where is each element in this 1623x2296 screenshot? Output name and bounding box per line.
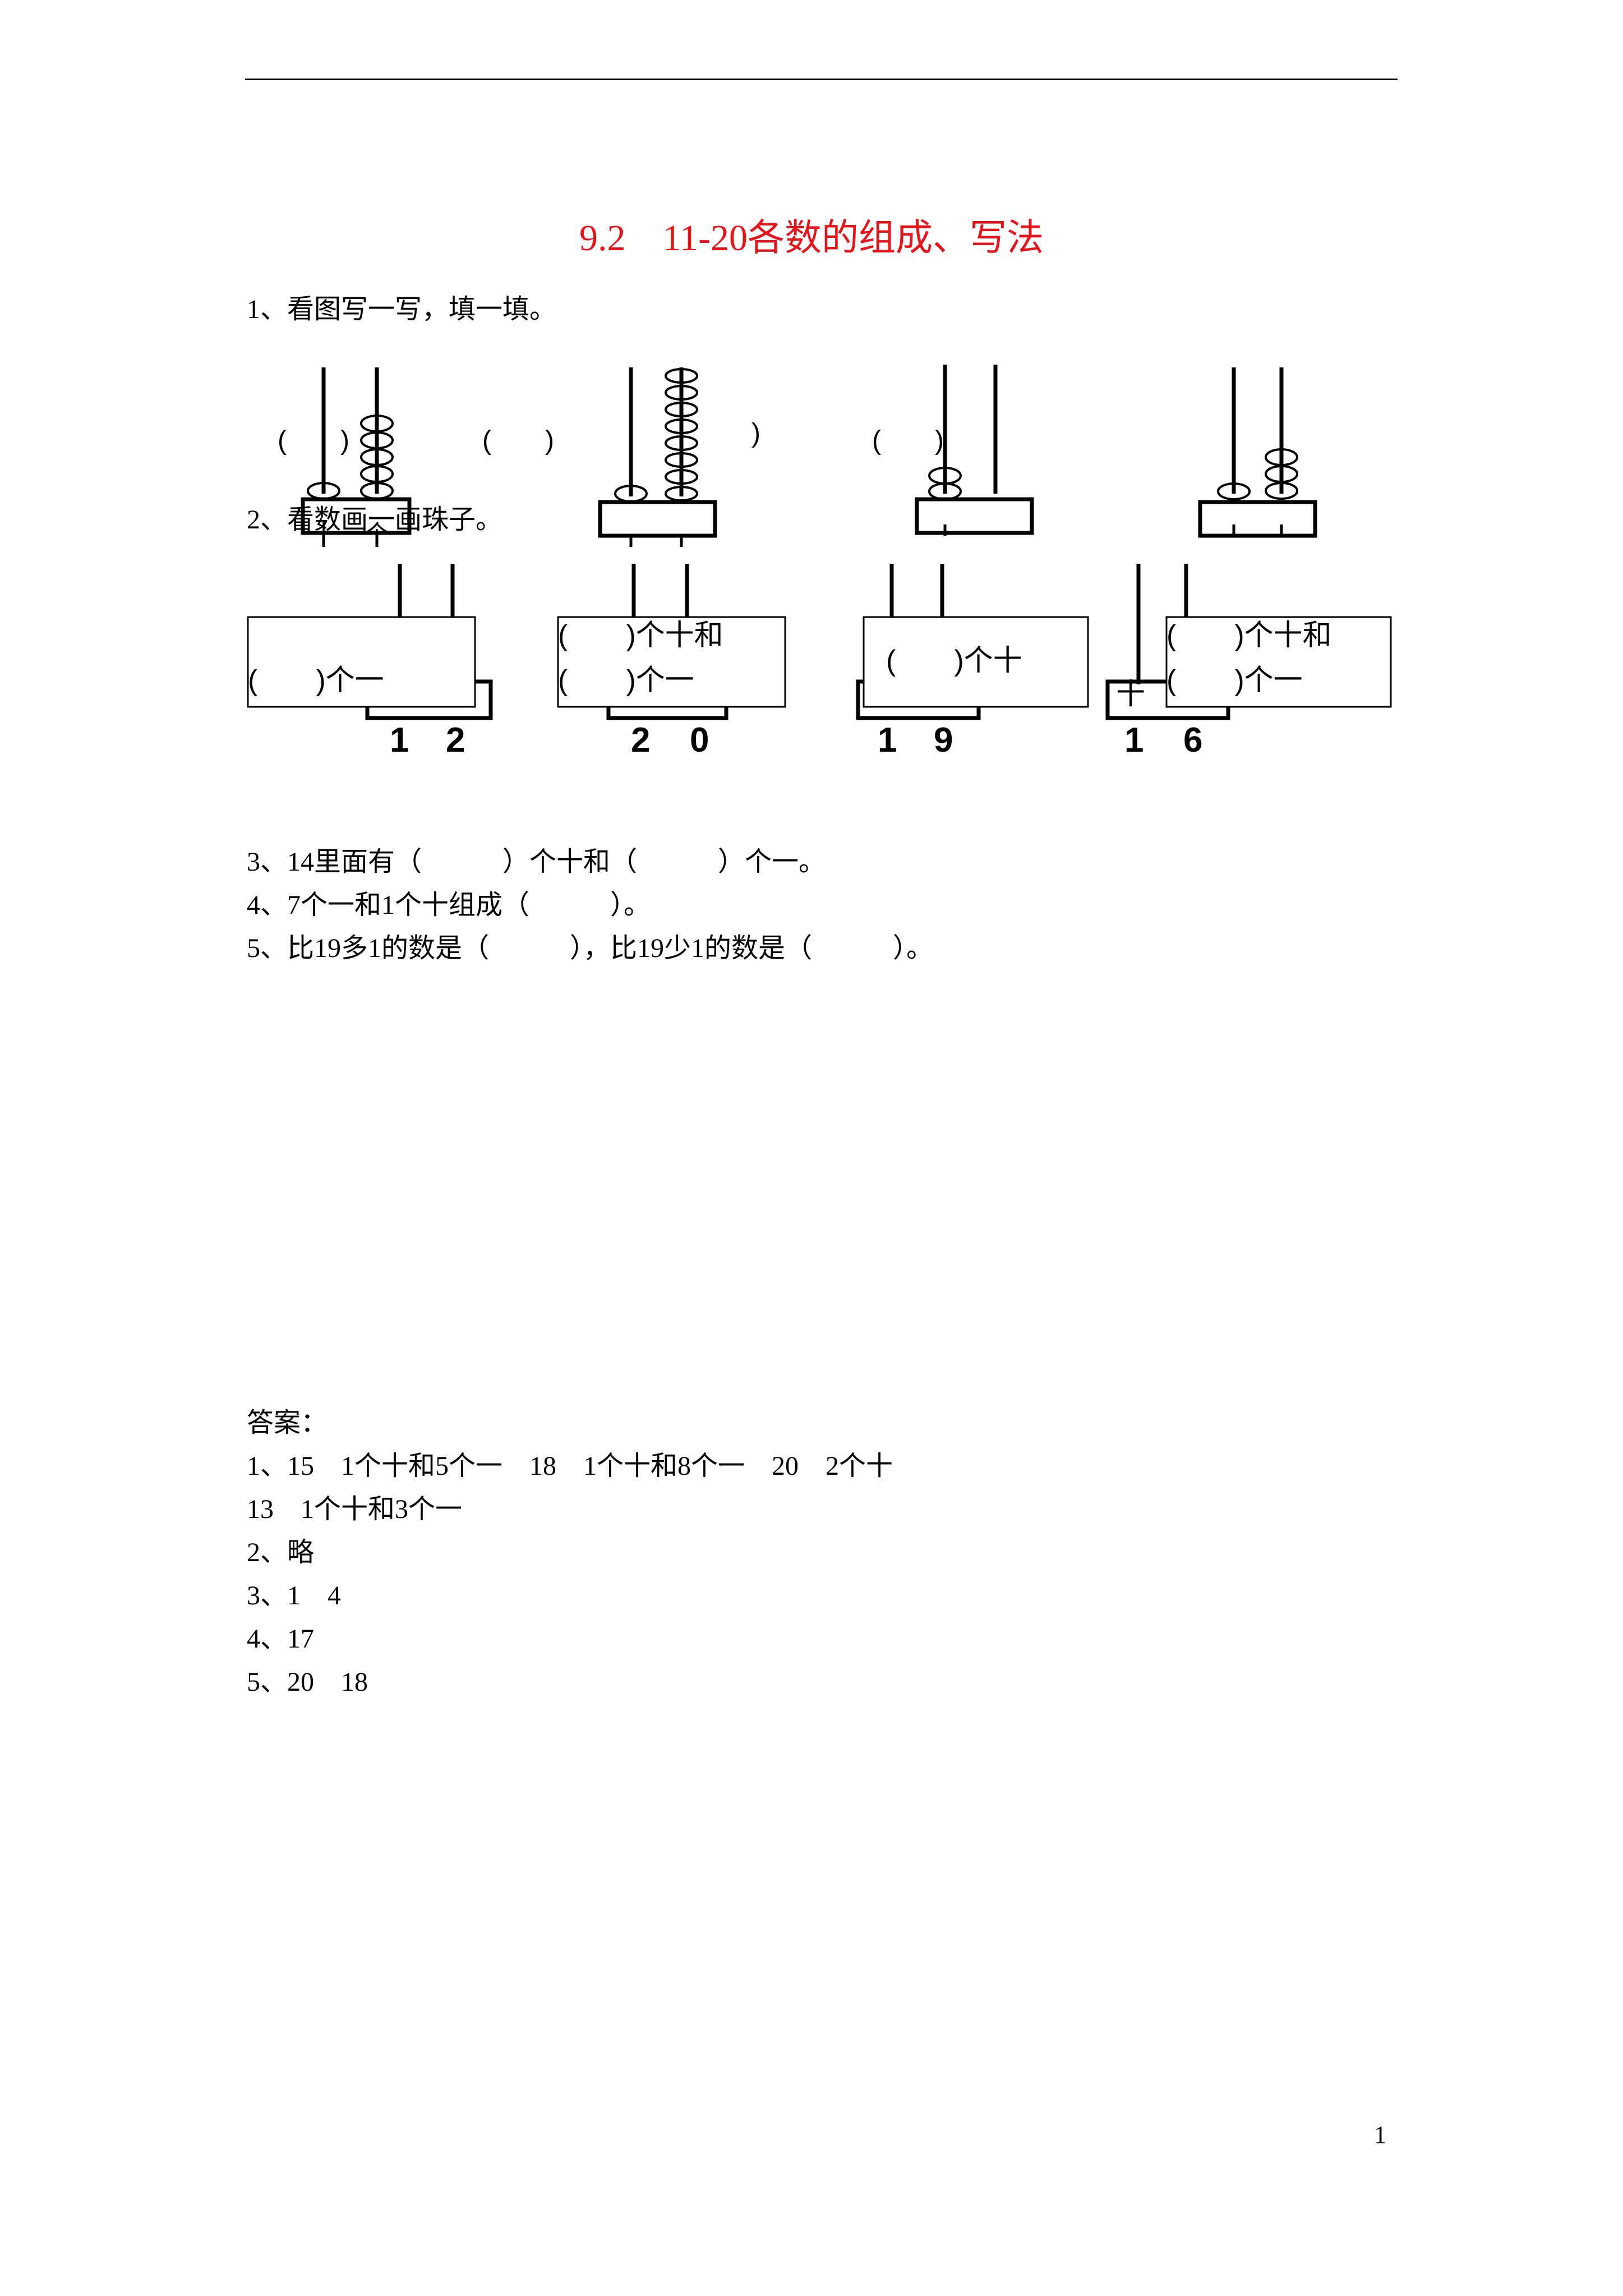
question-4: 4、7个一和1个十组成（ ）。	[247, 890, 651, 920]
abacus-3-tens-bead	[928, 482, 962, 500]
answer-line-2: 13 1个十和3个一	[247, 1494, 463, 1524]
answer-line-5: 4、17	[247, 1624, 315, 1654]
abacus-1-tens-bead	[307, 482, 340, 500]
q2-number-3-tens: 1	[878, 721, 897, 760]
q2-number-1-tens: 1	[390, 721, 409, 760]
q2-tens-mark: 十	[1116, 678, 1146, 711]
q2-label-box-3	[863, 616, 1089, 708]
question-5: 5、比19多1的数是（ ），比19少1的数是（ ）。	[247, 933, 934, 963]
question-3: 3、14里面有（ ）个十和（ ）个一。	[247, 847, 826, 877]
page-title: 9.2 11-20各数的组成、写法	[579, 218, 1044, 259]
abacus-4-base	[1198, 500, 1317, 538]
q1-blank-2[interactable]: ( )	[482, 426, 554, 455]
answers-heading: 答案：	[247, 1408, 328, 1438]
abacus-1-ones-label: 个	[365, 521, 389, 548]
question-2-prompt: 2、看数画一画珠子。	[247, 505, 503, 535]
q2-number-3-ones: 9	[934, 721, 953, 760]
q2-number-4-ones: 6	[1183, 721, 1203, 760]
q2-number-2-ones: 0	[690, 721, 709, 760]
abacus-3-base	[915, 497, 1034, 535]
q2-box-4-line-2[interactable]: ( )个一	[1166, 664, 1303, 697]
q2-box-1-line[interactable]: ( )个一	[248, 664, 384, 697]
abacus-1-bead	[360, 482, 394, 500]
q2-number-4-tens: 1	[1124, 721, 1144, 760]
q2-label-box-2	[557, 616, 786, 708]
q1-blank-1[interactable]: ( )	[278, 426, 349, 455]
abacus-2-base	[598, 500, 717, 538]
abacus-2-tens-bead	[614, 485, 648, 503]
answer-line-1: 1、15 1个十和5个一 18 1个十和8个一 20 2个十	[247, 1451, 893, 1481]
page-number: 1	[1374, 2121, 1386, 2148]
answer-line-3: 2、略	[247, 1538, 315, 1567]
abacus-1-base	[301, 497, 412, 535]
q2-box-3-line[interactable]: ( )个十	[886, 645, 1022, 677]
q2-number-2-tens: 2	[631, 721, 651, 760]
q2-label-box-4	[1165, 616, 1392, 708]
abacus-4-tens-bead	[1217, 482, 1251, 500]
q2-number-1-ones: 2	[446, 721, 465, 760]
q1-blank-4[interactable]: ( )	[872, 426, 944, 455]
q1-blank-3[interactable]: )	[751, 418, 760, 448]
answer-line-6: 5、20 18	[247, 1667, 368, 1697]
q2-box-2-line-1[interactable]: ( )个十和	[558, 619, 723, 652]
abacus-1-tens-label: 十	[311, 521, 336, 548]
header-rule	[245, 79, 1398, 80]
q2-label-box-1	[247, 616, 476, 708]
q2-box-4-line-1[interactable]: ( )个十和	[1166, 619, 1332, 652]
answer-line-4: 3、1 4	[247, 1581, 342, 1611]
q2-box-2-line-2[interactable]: ( )个一	[558, 664, 694, 697]
question-1-prompt: 1、看图写一写，填一填。	[247, 295, 557, 324]
